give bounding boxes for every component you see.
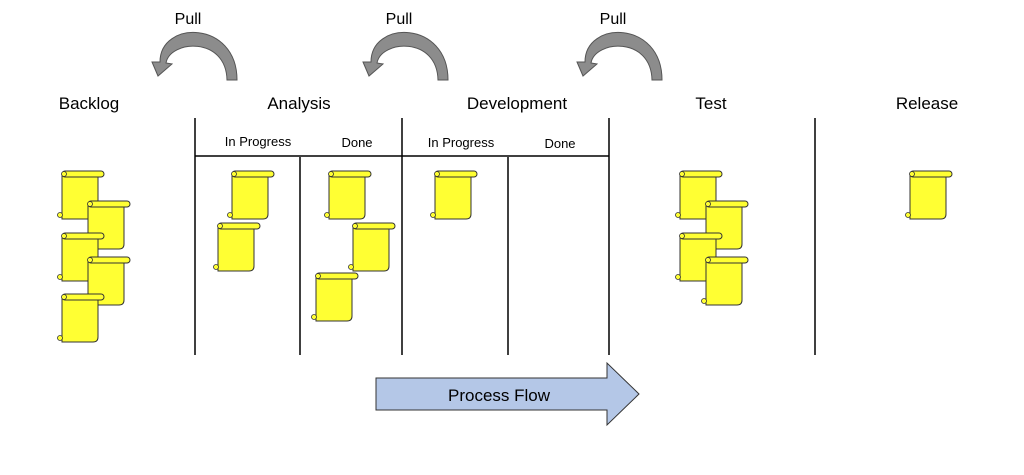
substage-analysis-done: Done (341, 135, 372, 150)
sticky-note-scroll-icon (227, 170, 275, 220)
stage-label-release: Release (896, 94, 958, 113)
stage-label-development: Development (467, 94, 567, 113)
sticky-note-scroll-icon (701, 256, 749, 306)
notes-layer (57, 170, 953, 343)
sticky-note-scroll-icon (311, 272, 359, 322)
pull-label: Pull (175, 11, 202, 28)
pull-label: Pull (600, 11, 627, 28)
sticky-note-scroll-icon (430, 170, 478, 220)
sticky-note-scroll-icon (324, 170, 372, 220)
stage-label-analysis: Analysis (267, 94, 330, 113)
curved-arrow-icon (151, 32, 238, 81)
right-arrow-icon (375, 361, 640, 427)
pull-arrow-2: Pull (362, 11, 449, 81)
sticky-note-scroll-icon (213, 222, 261, 272)
stage-label-backlog: Backlog (59, 94, 119, 113)
curved-arrow-icon (362, 32, 449, 81)
sticky-note-scroll-icon (348, 222, 396, 272)
column-dividers (194, 118, 816, 355)
pull-arrow-1: Pull (151, 11, 238, 81)
substage-development-in-progress: In Progress (428, 135, 495, 150)
substage-development-done: Done (544, 136, 575, 151)
process-flow-label: Process Flow (448, 386, 551, 405)
stage-label-test: Test (695, 94, 726, 113)
curved-arrow-icon (576, 32, 663, 81)
pull-label: Pull (386, 11, 413, 28)
sticky-note-scroll-icon (57, 293, 105, 343)
substage-analysis-in-progress: In Progress (225, 134, 292, 149)
sticky-note-scroll-icon (905, 170, 953, 220)
pull-arrow-3: Pull (576, 11, 663, 81)
process-flow-arrow: Process Flow (375, 361, 640, 427)
